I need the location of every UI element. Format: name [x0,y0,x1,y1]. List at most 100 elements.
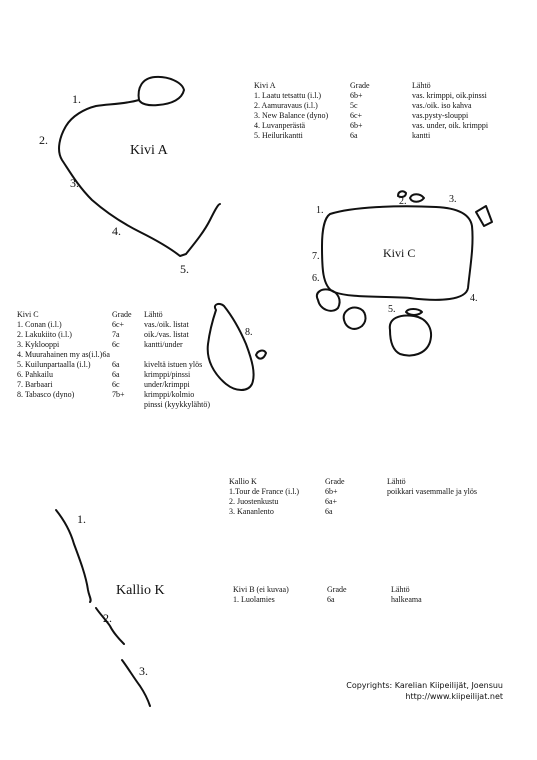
route-grade: 6a [327,595,335,604]
kivi-a-marker-1: 1. [72,92,81,106]
route-start: poikkari vasemmalle ja ylös [387,487,477,496]
route-start: vas. krimppi, oik.pinssi [412,91,487,100]
route-name [17,400,112,410]
route-name: 7. Barbaari [17,380,53,389]
table-row: 2. Lakukiito (i.l.) 7a oik./vas. listat [17,330,210,340]
route-start: kantti [412,131,431,140]
header-grade: Grade [327,585,347,594]
table-row: 8. Tabasco (dyno) 7b+ krimppi/kolmio [17,390,210,400]
table-row: 1. Laatu tetsattu (i.l.) 6b+ vas. krimpp… [254,91,488,101]
route-name: 2. Lakukiito (i.l.) [17,330,72,339]
route-grade: 6a+ [325,497,338,506]
header-route: Kivi B (ei kuvaa) [233,585,289,594]
kivi-c-name: Kivi C [383,246,416,260]
header-grade: Grade [325,477,345,486]
kallio-k-marker-2: 2. [103,611,112,625]
kivi-a-marker-2: 2. [39,133,48,147]
route-grade: 7b+ [112,390,125,399]
kivi-a-outline [58,75,221,257]
route-start: pinssi (kyykkylähtö) [144,400,210,409]
route-grade: 6b+ [350,121,363,130]
kivi-a-marker-3: 3. [70,176,79,190]
route-grade: 5c [350,101,358,110]
route-name: 1. Laatu tetsattu (i.l.) [254,91,322,100]
route-start: kantti/under [144,340,183,349]
route-start: oik./vas. listat [144,330,189,339]
kivi-c-marker-4: 4. [470,293,478,304]
header-route: Kivi C [17,310,39,319]
route-start: krimppi/pinssi [144,370,191,379]
kallio-k-name: Kallio K [116,583,165,598]
kivi-a-name: Kivi A [130,143,168,158]
table-row: 5. Heilurikantti 6a kantti [254,131,488,141]
credits: Copyrights: Karelian Kiipeilijät, Joensu… [346,680,503,702]
route-grade: 7a [112,330,120,339]
table-row: pinssi (kyykkylähtö) [17,400,210,410]
kallio-k-marker-3: 3. [139,664,148,678]
route-start: halkeama [391,595,422,604]
credits-url[interactable]: http://www.kiipeilijat.net [405,692,503,701]
route-start: vas./oik. iso kahva [412,101,472,110]
table-row: 2. Juostenkustu 6a+ [229,497,477,507]
route-name: 1. Conan (i.l.) [17,320,62,329]
table-row: 1. Conan (i.l.) 6c+ vas./oik. listat [17,320,210,330]
table-row: 2. Aamuravaus (i.l.) 5c vas./oik. iso ka… [254,101,488,111]
kivi-c-marker-6: 6. [312,273,320,284]
route-name: 3. New Balance (dyno) [254,111,329,120]
route-name: 4. Muurahainen my as(i.l.)6a [17,350,110,359]
route-start [387,507,477,517]
kivi-c-marker-3: 3. [449,194,457,205]
route-grade: 6b+ [350,91,363,100]
route-name: 2. Aamuravaus (i.l.) [254,101,318,110]
header-route: Kallio K [229,477,257,486]
table-row: 5. Kuilunpartaalla (i.l.) 6a kiveltä ist… [17,360,210,370]
kivi-b-route-table: Kivi B (ei kuvaa) Grade Lähtö 1. Luolami… [233,585,422,605]
kivi-a-marker-5: 5. [180,262,189,276]
table-header-row: Kivi A Grade Lähtö [254,81,488,91]
route-name: 3. Kananlento [229,507,274,516]
kivi-c-route-table: Kivi C Grade Lähtö 1. Conan (i.l.) 6c+ v… [17,310,210,410]
route-start: vas.pysty-slouppi [412,111,469,120]
route-grade: 6a [350,131,358,140]
route-name: 5. Kuilunpartaalla (i.l.) [17,360,91,369]
table-row: 7. Barbaari 6c under/krimppi [17,380,210,390]
route-name: 2. Juostenkustu [229,497,279,506]
route-name: 6. Pahkailu [17,370,53,379]
kivi-c-marker-1: 1. [316,205,324,216]
header-grade: Grade [112,310,132,319]
kivi-a-marker-4: 4. [112,224,121,238]
route-grade: 6b+ [325,487,338,496]
route-start [387,497,477,507]
table-row: 3. Kananlento 6a [229,507,477,517]
kivi-a-route-table: Kivi A Grade Lähtö 1. Laatu tetsattu (i.… [254,81,488,141]
kivi-c-marker-2: 2. [399,196,407,207]
route-start: krimppi/kolmio [144,390,195,399]
kivi-c-marker-8: 8. [245,327,253,338]
table-row: 4. Luvanperästä 6b+ vas. under, oik. kri… [254,121,488,131]
route-start: vas./oik. listat [144,320,189,329]
route-start: kiveltä istuen ylös [144,360,203,369]
route-name: 8. Tabasco (dyno) [17,390,75,399]
kallio-k-marker-1: 1. [77,512,86,526]
route-name: 5. Heilurikantti [254,131,303,140]
route-grade: 6a [325,507,333,516]
route-grade: 6a [112,370,120,379]
credits-copyright: Copyrights: Karelian Kiipeilijät, Joensu… [346,681,503,690]
table-header-row: Kivi C Grade Lähtö [17,310,210,320]
table-header-row: Kallio K Grade Lähtö [229,477,477,487]
route-name: 4. Luvanperästä [254,121,306,130]
route-grade: 6a [112,360,120,369]
route-start: vas. under, oik. krimppi [412,121,489,130]
table-header-row: Kivi B (ei kuvaa) Grade Lähtö [233,585,422,595]
route-grade: 6c+ [350,111,363,120]
kallio-k-route-table: Kallio K Grade Lähtö 1.Tour de France (i… [229,477,477,517]
route-start: under/krimppi [144,380,190,389]
route-name: 1. Luolamies [233,595,275,604]
route-grade: 6c [112,340,120,349]
route-name: 1.Tour de France (i.l.) [229,487,300,496]
table-row: 1.Tour de France (i.l.) 6b+ poikkari vas… [229,487,477,497]
table-row: 4. Muurahainen my as(i.l.)6a [17,350,210,360]
kivi-c-marker-7: 7. [312,251,320,262]
kivi-c-route8-outline [206,302,267,391]
